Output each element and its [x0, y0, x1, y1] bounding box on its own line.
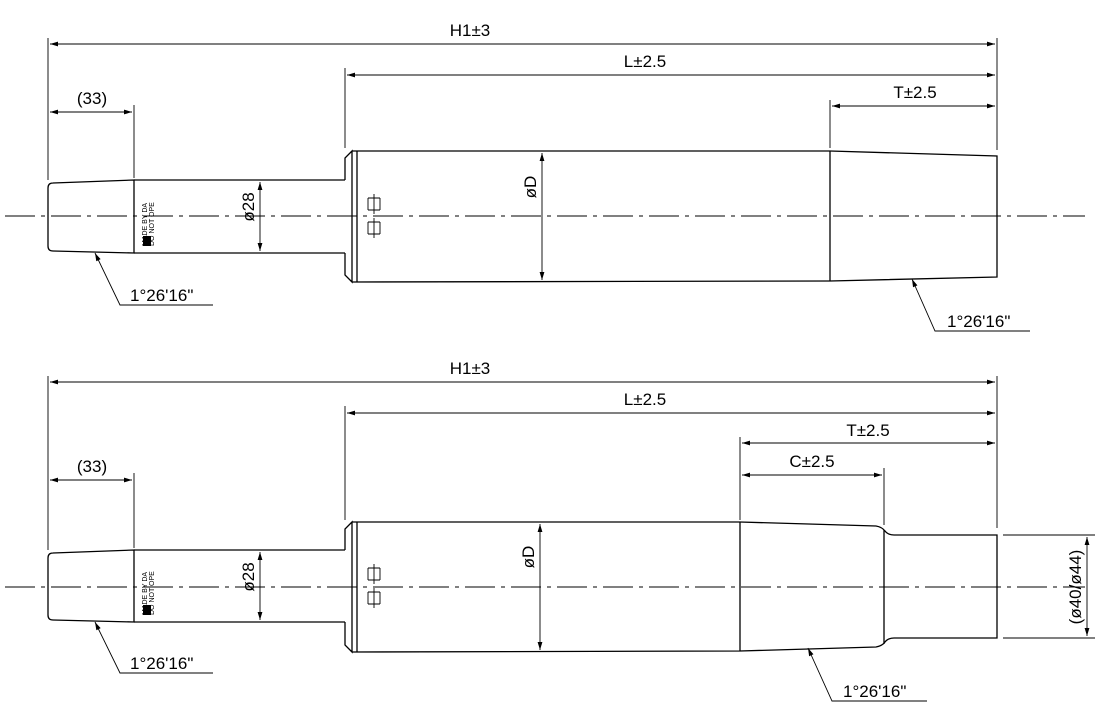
dim-od-label: øD: [519, 546, 538, 569]
part-outline: [47, 149, 998, 284]
gas-spring-drawing-bottom: H1±3 L±2.5 T±2.5 C±2.5 (33) MADE BY DA D…: [5, 359, 1095, 702]
label-line-2: DO NOT OPE: [149, 571, 156, 615]
dim-l-label: L±2.5: [624, 52, 666, 71]
label-line-1: MADE BY DA: [142, 572, 149, 615]
angle-left-label: 1°26'16": [130, 654, 193, 673]
part-outline: [47, 520, 998, 654]
leader-angle-right: [911, 278, 1030, 332]
leader-angle-left: [94, 621, 213, 674]
label-line-2: DO NOT OPE: [149, 202, 156, 246]
dim-h1-label: H1±3: [450, 21, 491, 40]
dim-h1-label: H1±3: [450, 359, 491, 378]
vent-symbols: [367, 194, 381, 238]
gas-spring-drawing-top: H1±3 L±2.5 T±2.5 (33) MADE BY DA DO NOT …: [5, 21, 1085, 332]
angle-right-label: 1°26'16": [843, 682, 906, 701]
dim-c-label: C±2.5: [789, 452, 834, 471]
leader-angle-right: [807, 647, 927, 702]
logo-icon: [143, 605, 151, 615]
vent-symbols: [367, 564, 381, 608]
dim-t-label: T±2.5: [846, 421, 889, 440]
dim-od-label: øD: [521, 176, 540, 199]
label-line-1: MADE BY DA: [142, 203, 149, 246]
dim-33-label: (33): [77, 457, 107, 476]
logo-icon: [143, 236, 151, 246]
dim-t-label: T±2.5: [893, 83, 936, 102]
leader-angle-left: [94, 252, 213, 306]
manufacturer-label: MADE BY DA DO NOT OPE: [142, 202, 156, 246]
angle-left-label: 1°26'16": [130, 286, 193, 305]
dim-l-label: L±2.5: [624, 390, 666, 409]
dim-d28-label: ø28: [239, 562, 258, 591]
dim-33-label: (33): [77, 89, 107, 108]
manufacturer-label: MADE BY DA DO NOT OPE: [142, 571, 156, 615]
dim-end-dia-label: (ø40/ø44): [1066, 550, 1085, 625]
extension-lines: [47, 38, 998, 180]
extension-lines: [47, 376, 1095, 639]
dim-d28-label: ø28: [239, 192, 258, 221]
angle-right-label: 1°26'16": [947, 312, 1010, 331]
